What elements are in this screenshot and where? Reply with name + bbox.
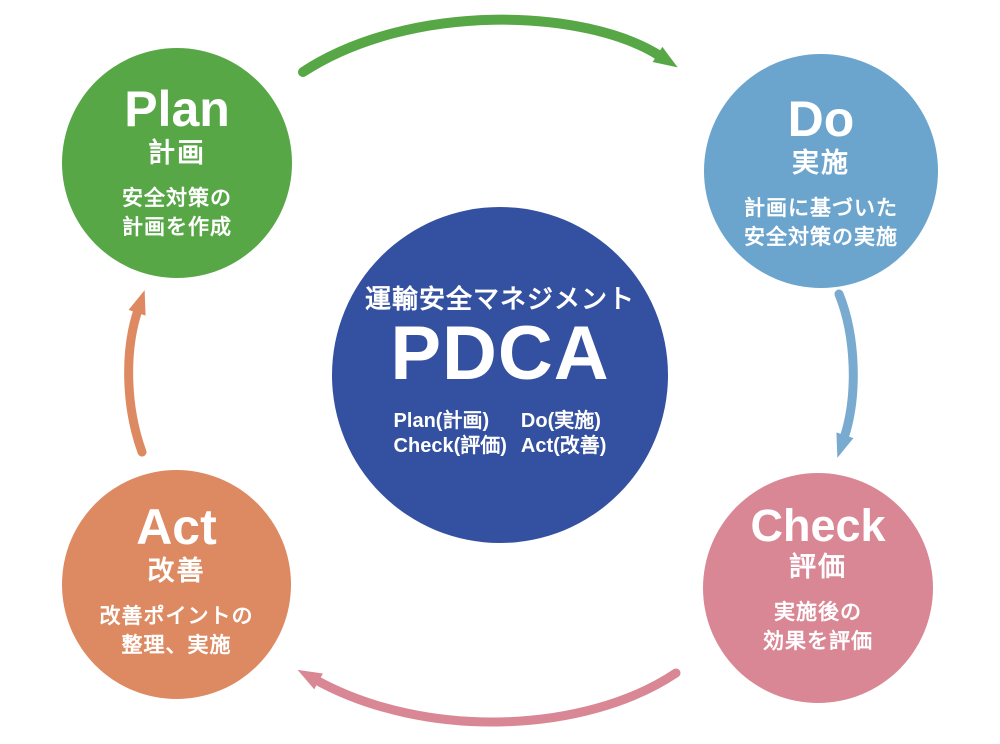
arrow-do-to-check: [834, 289, 858, 458]
node-plan-desc-line2: 計画を作成: [122, 216, 232, 240]
node-check-description: 実施後の 効果を評価: [763, 598, 873, 657]
node-plan-subtitle: 計画: [148, 138, 206, 168]
node-do-title: Do: [787, 91, 855, 147]
node-plan-title: Plan: [124, 81, 230, 137]
center-acronym: PDCA: [390, 310, 610, 396]
node-act-subtitle: 改善: [147, 556, 206, 586]
node-check-desc-line1: 実施後の: [774, 601, 862, 625]
legend-item-plan: Plan(計画): [393, 409, 490, 432]
node-act: Act 改善 改善ポイントの 整理、実施: [62, 470, 291, 699]
node-check-desc-line2: 効果を評価: [763, 630, 873, 654]
node-check-subtitle: 評価: [789, 552, 847, 582]
legend-item-act: Act(改善): [520, 434, 607, 457]
center-circle: 運輸安全マネジメント PDCA Plan(計画) Do(実施) Check(評価…: [332, 207, 668, 543]
node-plan: Plan 計画 安全対策の 計画を作成: [62, 48, 292, 278]
node-do-subtitle: 実施: [792, 148, 850, 178]
legend-item-do: Do(実施): [520, 409, 601, 432]
node-act-desc-line2: 整理、実施: [121, 634, 232, 658]
arrow-plan-to-do: [298, 14, 678, 77]
node-act-desc-line1: 改善ポイントの: [99, 605, 254, 629]
node-do: Do 実施 計画に基づいた 安全対策の実施: [704, 54, 938, 288]
arrow-check-to-act: [297, 668, 681, 727]
node-act-description: 改善ポイントの 整理、実施: [100, 602, 254, 661]
node-check: Check 評価 実施後の 効果を評価: [703, 473, 933, 703]
node-do-description: 計画に基づいた 安全対策の実施: [744, 194, 898, 253]
node-do-desc-line2: 安全対策の実施: [744, 226, 898, 250]
center-heading: 運輸安全マネジメント: [364, 284, 635, 314]
node-plan-desc-line1: 安全対策の: [122, 187, 232, 211]
node-plan-description: 安全対策の 計画を作成: [122, 184, 232, 243]
legend-item-check: Check(評価): [393, 434, 507, 457]
arrow-act-to-plan: [124, 290, 147, 457]
center-legend: Plan(計画) Do(実施) Check(評価) Act(改善): [394, 410, 607, 458]
node-check-title: Check: [750, 500, 886, 551]
node-act-title: Act: [136, 499, 217, 555]
node-do-desc-line1: 計画に基づいた: [744, 197, 898, 221]
